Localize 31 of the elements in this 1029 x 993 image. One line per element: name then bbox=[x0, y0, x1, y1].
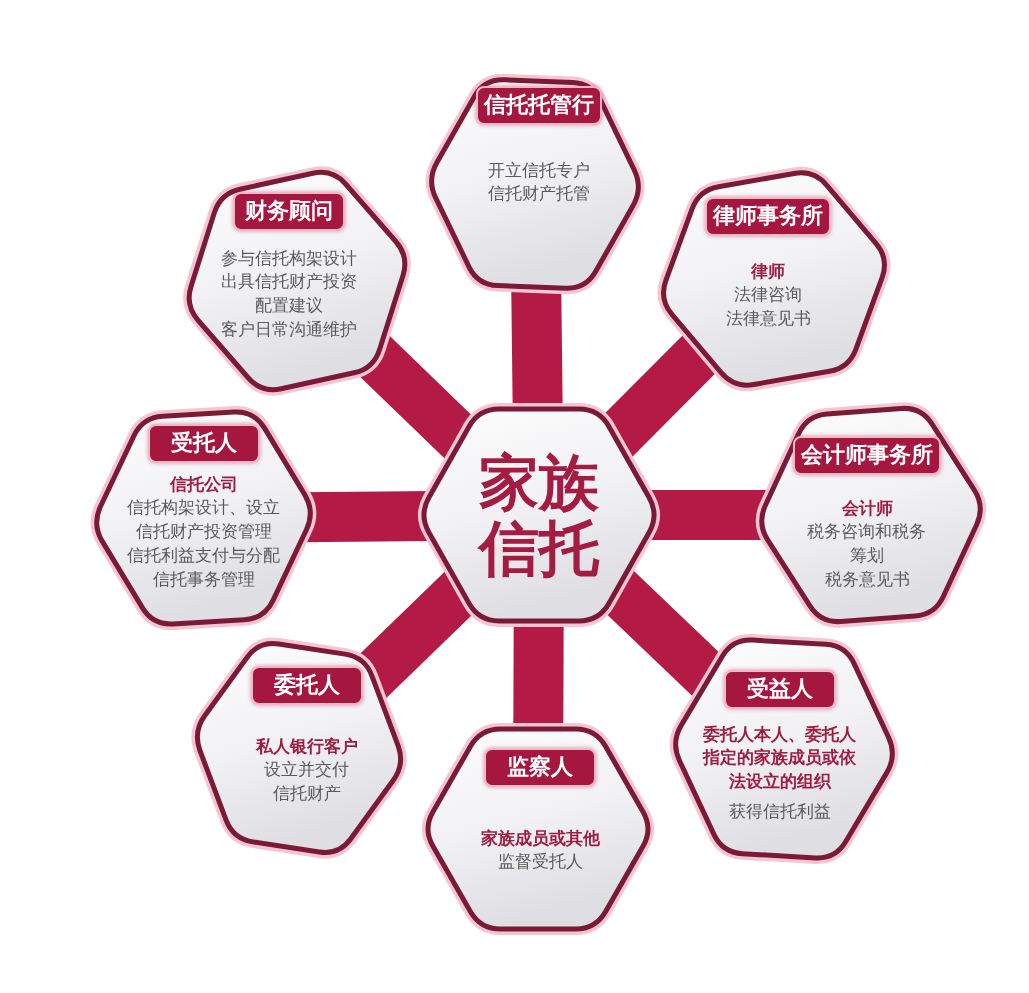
duty-text: 开立信托专户 bbox=[488, 158, 590, 182]
role-title-tag: 会计师事务所 bbox=[793, 436, 941, 475]
party-name: 律师 bbox=[751, 259, 785, 283]
party-name: 委托人本人、委托人指定的家族成员或依法设立的组织 bbox=[701, 722, 858, 794]
role-title-tag: 信托托管行 bbox=[476, 86, 602, 125]
duty-text: 法律意见书 bbox=[725, 307, 811, 331]
duty-text: 税务意见书 bbox=[824, 568, 910, 591]
duty-text: 监督受托人 bbox=[497, 850, 583, 874]
role-title-tag: 财务顾问 bbox=[233, 192, 345, 231]
duty-text: 信托事务管理 bbox=[152, 567, 255, 591]
duty-text: 信托利益支付与分配 bbox=[127, 544, 280, 567]
duty-text: 设立并交付信托财产 bbox=[263, 758, 351, 806]
role-title-tag: 律师事务所 bbox=[705, 197, 831, 236]
duty-text: 税务咨询和税务筹划 bbox=[806, 520, 928, 568]
duty-text: 获得信托利益 bbox=[729, 800, 831, 823]
duty-text: 客户日常沟通维护 bbox=[221, 318, 357, 341]
duty-text: 法律咨询 bbox=[734, 283, 802, 307]
party-name: 家族成员或其他 bbox=[480, 826, 600, 850]
duty-text: 信托构架设计、设立 bbox=[127, 496, 280, 520]
role-title-tag: 受托人 bbox=[147, 424, 260, 463]
party-name: 信托公司 bbox=[169, 472, 238, 496]
role-title-tag: 委托人 bbox=[251, 666, 363, 705]
duty-text: 信托财产托管 bbox=[488, 182, 590, 206]
duty-text: 参与信托构架设计 bbox=[221, 246, 357, 270]
center-title: 家族信托 bbox=[477, 449, 601, 581]
duty-text: 出具信托财产投资配置建议 bbox=[220, 270, 358, 318]
party-name: 会计师 bbox=[841, 496, 893, 520]
role-title-tag: 监察人 bbox=[484, 748, 596, 787]
party-name: 私人银行客户 bbox=[256, 734, 358, 758]
duty-text: 信托财产投资管理 bbox=[135, 520, 272, 544]
role-title-tag: 受益人 bbox=[724, 670, 836, 709]
